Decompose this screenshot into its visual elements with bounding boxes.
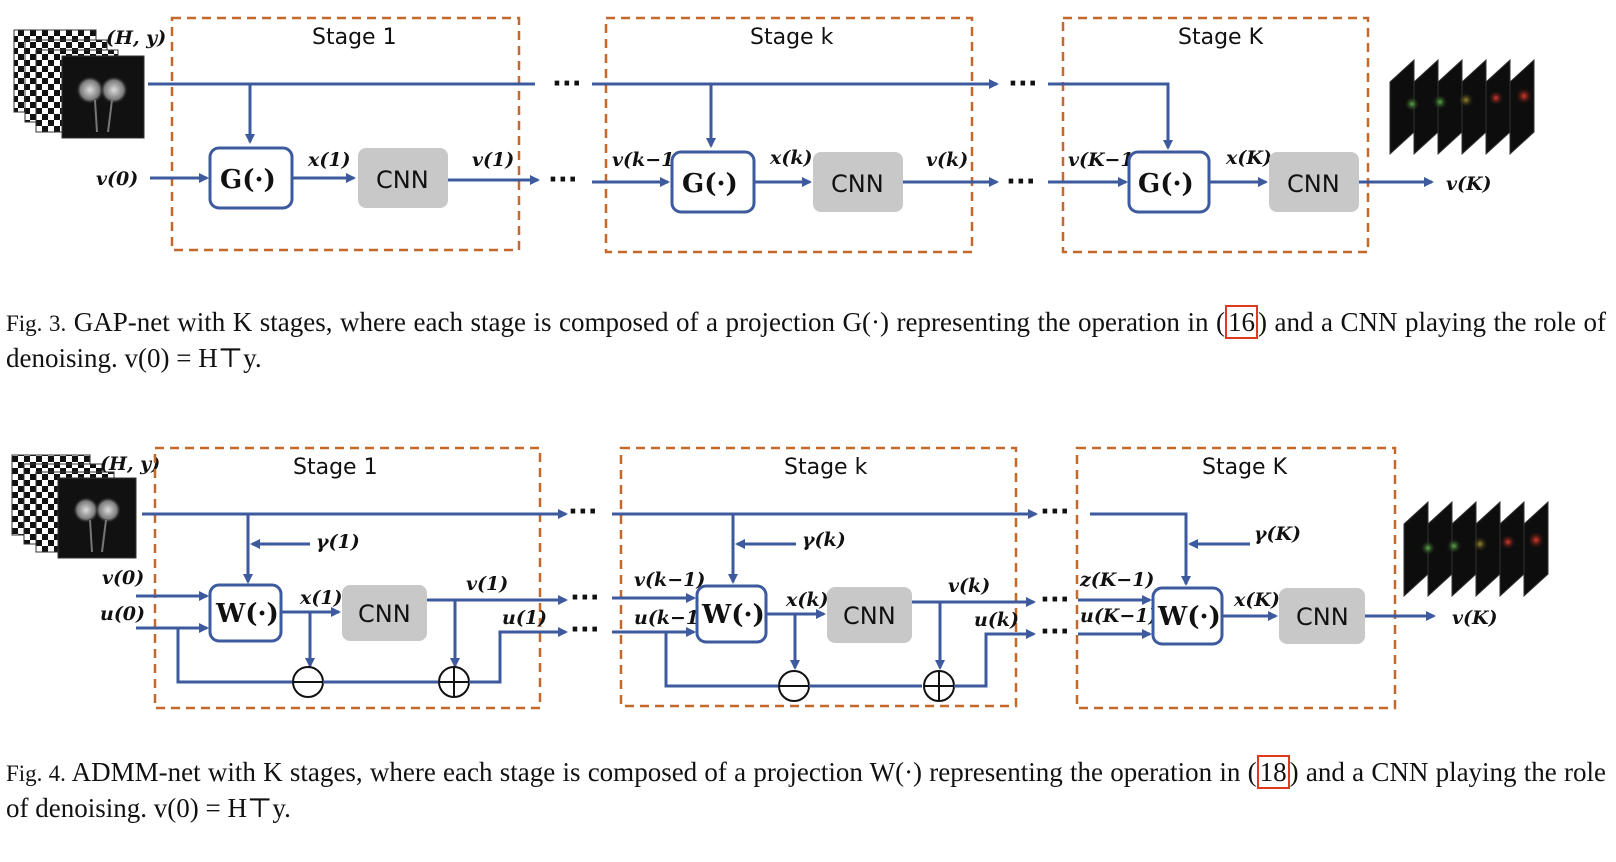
xK-label-4: x(K) xyxy=(1233,589,1280,611)
ellipsis-top-4b: ··· xyxy=(1040,497,1070,527)
v1-label-4: v(1) xyxy=(466,573,508,595)
figure-3-gap-net: (H, y) Stage 1 Stage k Stage K ··· ··· v… xyxy=(13,16,1535,254)
cnn-box-K xyxy=(1269,152,1359,212)
stage-k-frame xyxy=(604,16,974,254)
stage-K-frame-4 xyxy=(1075,446,1397,710)
equation-ref-16-link[interactable]: 16 xyxy=(1224,305,1258,339)
G-projection-label-1: G(·) xyxy=(220,165,276,195)
vk-1-label: v(k−1) xyxy=(612,149,683,171)
x1-label: x(1) xyxy=(307,149,351,171)
stage-1-title-4: Stage 1 xyxy=(293,455,378,480)
cnn-label-4-K: CNN xyxy=(1296,603,1349,631)
cnn-box-k xyxy=(813,152,903,212)
figure-3-caption-text: GAP-net with K stages, where each stage … xyxy=(73,307,1225,337)
measurement-branch-3 xyxy=(1048,82,1173,150)
gamma-1-label: γ(1) xyxy=(316,531,360,553)
xk-label: x(k) xyxy=(769,147,812,169)
cnn-box-1 xyxy=(358,148,448,208)
ellipsis-top-4a: ··· xyxy=(568,497,598,527)
arrow-plus-to-uk xyxy=(954,629,1036,688)
arrow-u0-to-minus xyxy=(176,628,292,684)
x1-label-4: x(1) xyxy=(299,587,343,609)
figure-4-caption-text: ADMM-net with K stages, where each stage… xyxy=(71,757,1257,787)
figure-4-caption: Fig. 4. ADMM-net with K stages, where ea… xyxy=(6,755,1606,826)
output-spectral-stack-icon-4 xyxy=(1403,500,1549,598)
input-measurement-stack-icon-4 xyxy=(11,454,137,559)
v0-label-4: v(0) xyxy=(102,567,144,589)
ellipsis-top-1: ··· xyxy=(552,69,582,99)
plus-sign-k xyxy=(924,671,954,701)
cnn-label-k: CNN xyxy=(831,170,884,198)
figure-3-caption-text-end: ) and a CNN playing the role of denoisin… xyxy=(6,307,1607,373)
vK-output-label: v(K) xyxy=(1446,173,1492,195)
input-label-4: (H, y) xyxy=(100,453,160,475)
input-label: (H, y) xyxy=(106,27,166,49)
xK-label: x(K) xyxy=(1225,147,1272,169)
G-projection-label-k: G(·) xyxy=(682,169,738,199)
stage-K-title: Stage K xyxy=(1178,25,1264,50)
cnn-label-4-k: CNN xyxy=(843,602,896,630)
u1-label-4: u(1) xyxy=(502,607,547,629)
stage-k-title: Stage k xyxy=(750,25,834,50)
figure-3-number: Fig. 3. xyxy=(6,311,67,336)
arrow-uk-1-to-minus xyxy=(664,632,778,688)
ellipsis-u-4a: ··· xyxy=(570,615,600,645)
plus-sign-1 xyxy=(439,667,469,697)
vK-1-label: v(K−1) xyxy=(1068,149,1143,171)
stage-K-frame xyxy=(1061,16,1370,254)
cnn-box-4-K xyxy=(1279,588,1365,644)
vk-label: v(k) xyxy=(926,149,968,171)
W-projection-label-1: W(·) xyxy=(215,599,279,629)
ellipsis-mid-1: ··· xyxy=(548,165,578,195)
ellipsis-top-2: ··· xyxy=(1008,69,1038,99)
gamma-K-label: γ(K) xyxy=(1254,523,1301,545)
ellipsis-u-4b: ··· xyxy=(1040,617,1070,647)
arrow-plus-to-u1 xyxy=(469,627,568,684)
figure-4-caption-text-end: ) and a CNN playing the role of denoisin… xyxy=(6,757,1606,823)
ellipsis-mid-2: ··· xyxy=(1006,167,1036,197)
vk-label-4: v(k) xyxy=(948,575,990,597)
gamma-k-label: γ(k) xyxy=(802,529,846,551)
stage-1-frame-4 xyxy=(153,446,542,710)
cnn-box-4-k xyxy=(827,587,912,643)
stage-1-title: Stage 1 xyxy=(312,25,397,50)
figure-4-admm-net: (H, y) Stage 1 Stage k Stage K ··· ··· γ… xyxy=(11,446,1549,710)
xk-label-4: x(k) xyxy=(785,589,828,611)
cnn-label-1: CNN xyxy=(376,166,429,194)
output-spectral-stack-icon xyxy=(1389,58,1535,156)
ellipsis-v-4b: ··· xyxy=(1040,585,1070,615)
figure-4-number: Fig. 4. xyxy=(6,761,66,786)
figure-3-caption: Fig. 3. GAP-net with K stages, where eac… xyxy=(6,305,1606,376)
G-projection-label-K: G(·) xyxy=(1138,169,1194,199)
v1-label: v(1) xyxy=(472,149,514,171)
uK-1-label-4: u(K−1) xyxy=(1080,605,1157,627)
stage-k-title-4: Stage k xyxy=(784,455,868,480)
stage-k-frame-4 xyxy=(619,446,1018,708)
vK-output-label-4: v(K) xyxy=(1452,607,1498,629)
zK-1-label-4: z(K−1) xyxy=(1079,569,1154,591)
cnn-box-4-1 xyxy=(342,585,427,641)
uk-label-4: u(k) xyxy=(974,609,1019,631)
u0-label-4: u(0) xyxy=(100,603,145,625)
equation-ref-18-link[interactable]: 18 xyxy=(1256,755,1290,789)
stage-K-title-4: Stage K xyxy=(1202,455,1288,480)
v0-label: v(0) xyxy=(96,168,138,190)
ellipsis-v-4a: ··· xyxy=(570,583,600,613)
stage-1-frame xyxy=(170,16,521,252)
W-projection-label-K: W(·) xyxy=(1157,602,1221,632)
uk-1-label-4: u(k−1) xyxy=(634,607,708,629)
input-measurement-stack-icon xyxy=(13,29,145,139)
measurement-branch-4-K xyxy=(1090,512,1191,586)
vk-1-label-4: v(k−1) xyxy=(634,569,705,591)
cnn-label-K: CNN xyxy=(1287,170,1340,198)
W-projection-label-k: W(·) xyxy=(701,600,765,630)
cnn-label-4-1: CNN xyxy=(358,600,411,628)
